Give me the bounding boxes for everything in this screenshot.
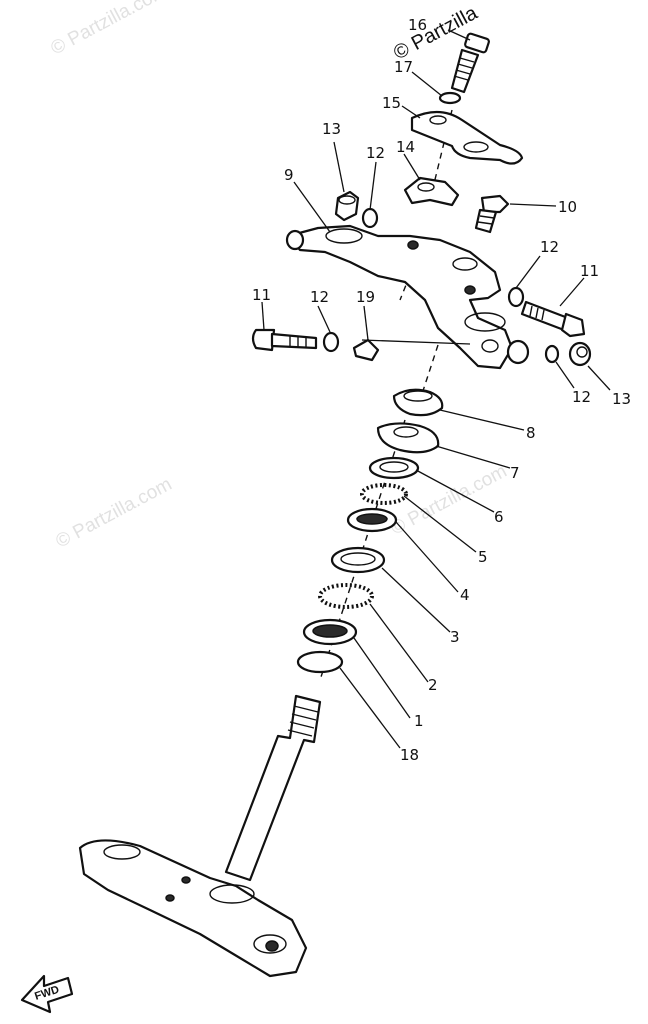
holder-14: [403, 176, 460, 207]
cap-nut-13-top: [334, 190, 360, 222]
steel-balls-5: [360, 483, 408, 505]
watermark-top-left: © Partzilla.com: [47, 0, 170, 59]
cap-nut-13-right: [568, 341, 592, 367]
callout-9: 9: [284, 166, 294, 184]
callout-12-mid: 12: [366, 144, 385, 162]
forward-arrow-icon: FWD: [20, 974, 74, 1014]
ball-race-4: [346, 507, 398, 533]
upper-bracket-9: [285, 224, 530, 370]
callout-2: 2: [428, 676, 438, 694]
callout-12-left: 12: [310, 288, 329, 306]
watermark-mid-left: © Partzilla.com: [52, 474, 175, 553]
callout-13-right: 13: [612, 390, 631, 408]
callout-12-right: 12: [540, 238, 559, 256]
callout-16: 16: [408, 16, 427, 34]
washer-12-left: [322, 331, 340, 353]
callout-18: 18: [400, 746, 419, 764]
handlebar-holder-15: [410, 110, 524, 165]
callout-6: 6: [494, 508, 504, 526]
callout-11-left: 11: [252, 286, 271, 304]
clip-19: [352, 338, 380, 362]
ring-nut-8: [392, 388, 444, 417]
callout-15: 15: [382, 94, 401, 112]
ball-race-6: [368, 456, 420, 480]
washer-12-right: [507, 286, 525, 308]
leader-lines: [261, 29, 611, 749]
bolt-11-right: [520, 300, 586, 338]
callout-7: 7: [510, 464, 520, 482]
callout-5: 5: [478, 548, 488, 566]
dust-seal-18: [296, 650, 344, 674]
callout-3: 3: [450, 628, 460, 646]
callout-8: 8: [526, 424, 536, 442]
bolt-16: [450, 32, 490, 94]
callout-13-top: 13: [322, 120, 341, 138]
callout-10: 10: [558, 198, 577, 216]
steel-balls-2: [318, 583, 374, 609]
steering-stem: [78, 694, 322, 978]
bolt-10: [474, 194, 510, 234]
bearing-cover-7: [376, 422, 440, 454]
callout-17: 17: [394, 58, 413, 76]
ball-race-1: [302, 618, 358, 646]
callout-12-low: 12: [572, 388, 591, 406]
callout-4: 4: [460, 586, 470, 604]
callout-19: 19: [356, 288, 375, 306]
ball-race-3: [330, 546, 386, 574]
washer-12-mid: [361, 207, 379, 229]
callout-11-right: 11: [580, 262, 599, 280]
washer-17: [438, 91, 462, 105]
bolt-11-left: [251, 328, 318, 352]
washer-12-low: [544, 344, 560, 364]
callout-14: 14: [396, 138, 415, 156]
callout-labels: 16 17 15 13 12 14 9 10 12 11 11 12 19 12…: [252, 16, 631, 764]
callout-1: 1: [414, 712, 424, 730]
